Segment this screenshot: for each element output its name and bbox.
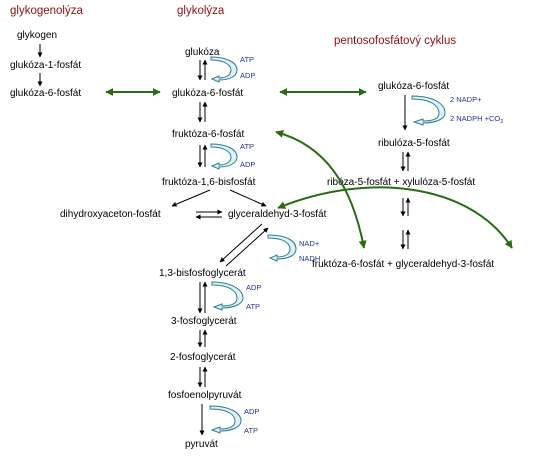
pep-label: fosfoenolpyruvát	[168, 390, 242, 401]
hexokinase-cofactor-arrow	[210, 56, 238, 83]
pg2-label: 2-fosfoglycerát	[170, 352, 236, 363]
pfk-out: ADP	[240, 160, 255, 169]
arrow-bpg-gap	[225, 227, 269, 267]
link-gap-pentose	[277, 186, 513, 249]
g6p-glycolysis-label: glukóza-6-fosfát	[172, 88, 243, 99]
hexokinase-in: ATP	[240, 55, 254, 64]
header-pentose-cycle: pentosofosfátový cyklus	[334, 35, 456, 47]
g6p-pentose-label: glukóza-6-fosfát	[378, 81, 449, 92]
header-glycolysis: glykolýza	[177, 5, 225, 17]
f6p-label: fruktóza-6-fosfát	[172, 129, 244, 140]
pg3-label: 3-fosfoglycerát	[171, 316, 237, 327]
glycogen-label: glykogen	[17, 30, 57, 41]
dhap-label: dihydroxyaceton-fosfát	[60, 209, 161, 220]
pk-out: ATP	[244, 426, 258, 435]
pyruvate-label: pyruvát	[185, 439, 218, 450]
f16bp-label: fruktóza-1,6-bisfosfát	[162, 177, 256, 188]
bpg13-label: 1,3-bisfosfoglycerát	[159, 268, 246, 279]
r5p-xu5p-label: ribóza-5-fosfát + xylulóza-5-fosfát	[327, 177, 475, 188]
g1p-label: glukóza-1-fosfát	[10, 60, 81, 71]
hexokinase-out: ADP	[240, 71, 255, 80]
g6pd-in: 2 NADP+	[450, 95, 482, 104]
glucose-label: glukóza	[185, 47, 220, 58]
pfk-cofactor-arrow	[210, 143, 238, 170]
pk-cofactor-arrow	[209, 405, 242, 434]
gapdh-out: NADH	[299, 254, 320, 263]
g6pd-cofactor-arrow	[411, 95, 446, 126]
pk-in: ADP	[244, 407, 259, 416]
arrow-gap-bpg	[219, 223, 263, 263]
pfk-in: ATP	[240, 142, 254, 151]
f6p-gap-products-label: fruktóza-6-fosfát + glyceraldehyd-3-fosf…	[312, 259, 494, 270]
gap-label: glyceraldehyd-3-fosfát	[228, 209, 327, 220]
g6p-glycogen-label: glukóza-6-fosfát	[10, 88, 81, 99]
pgk-out: ATP	[246, 302, 260, 311]
arrow-f16bp-gap	[229, 189, 267, 207]
header-glycogenolysis: glykogenolýza	[10, 5, 83, 17]
ru5p-label: ribulóza-5-fosfát	[378, 138, 450, 149]
pgk-in: ADP	[246, 283, 261, 292]
g6pd-out: 2 NADPH +CO2	[450, 114, 503, 125]
gapdh-in: NAD+	[299, 239, 320, 248]
gapdh-cofactor-arrow	[267, 234, 297, 262]
arrow-f16bp-dhap	[171, 189, 211, 207]
pgk-cofactor-arrow	[211, 281, 244, 311]
